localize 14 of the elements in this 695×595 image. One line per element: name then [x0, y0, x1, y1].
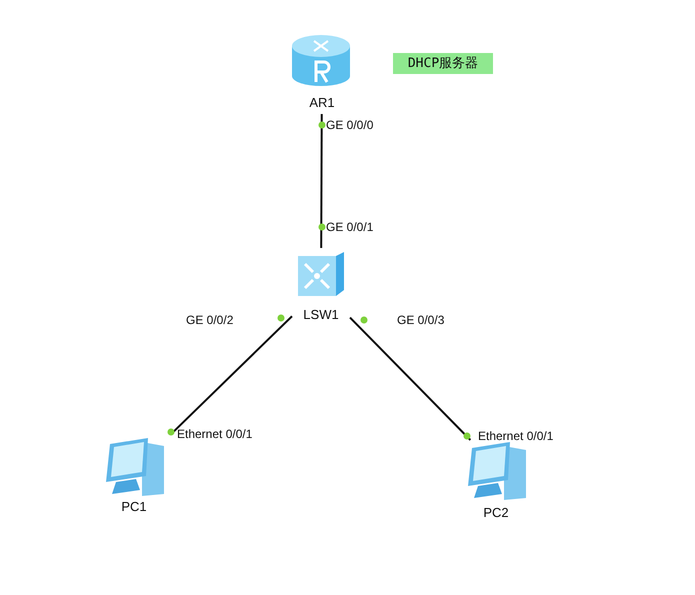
device-label: PC2 [482, 506, 510, 520]
connection-line [171, 316, 293, 434]
device-label: AR1 [308, 96, 336, 110]
port-label: GE 0/0/2 [186, 313, 234, 327]
port-label: Ethernet 0/0/1 [177, 427, 252, 441]
port-label: Ethernet 0/0/1 [478, 429, 554, 443]
port-label: GE 0/0/1 [326, 220, 374, 234]
port-label: GE 0/0/0 [326, 118, 374, 132]
device-label: PC1 [120, 500, 148, 514]
device-label: LSW1 [302, 308, 340, 322]
port-label: GE 0/0/3 [397, 313, 444, 327]
text-tag: DHCP服务器 [393, 53, 493, 74]
connection-line [320, 114, 323, 248]
connection-line [349, 316, 472, 441]
